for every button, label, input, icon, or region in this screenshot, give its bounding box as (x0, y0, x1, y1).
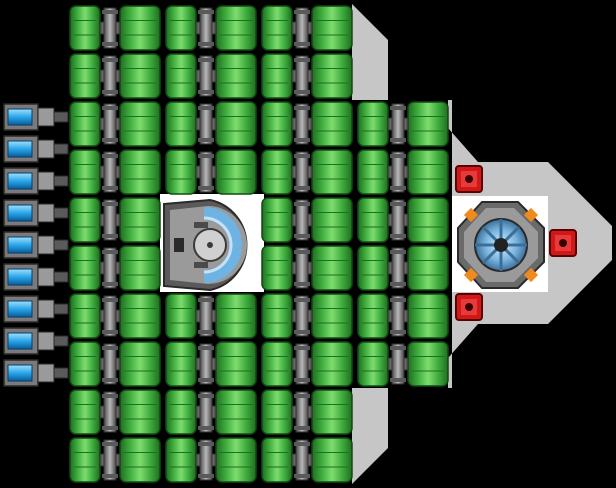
thruster[interactable] (3, 327, 69, 355)
red-gun-turret-icon (455, 293, 483, 321)
green-fuel-tank-with-pipe-icon (69, 101, 161, 195)
green-fuel-tank-with-pipe-icon (69, 293, 161, 387)
reactor-core-icon (457, 201, 545, 289)
fuel-tank-module[interactable] (69, 101, 161, 195)
gun-turret[interactable] (549, 229, 577, 257)
cockpit-module[interactable] (163, 198, 248, 292)
green-fuel-tank-with-pipe-icon (357, 293, 449, 387)
fuel-tank-module[interactable] (165, 389, 257, 483)
fuel-tank-module[interactable] (357, 101, 449, 195)
fuel-tank-module[interactable] (69, 389, 161, 483)
thruster-bank (3, 103, 69, 387)
thruster[interactable] (3, 359, 69, 387)
green-fuel-tank-with-pipe-icon (261, 293, 353, 387)
fuel-tank-module[interactable] (69, 293, 161, 387)
fuel-tank-module[interactable] (261, 389, 353, 483)
green-fuel-tank-with-pipe-icon (165, 5, 257, 99)
thruster[interactable] (3, 167, 69, 195)
blue-thruster-icon (3, 359, 69, 387)
blue-thruster-icon (3, 103, 69, 131)
gun-turret[interactable] (455, 293, 483, 321)
blue-thruster-icon (3, 231, 69, 259)
green-fuel-tank-with-pipe-icon (165, 101, 257, 195)
fuel-tank-module[interactable] (261, 5, 353, 99)
green-fuel-tank-with-pipe-icon (357, 197, 449, 291)
green-fuel-tank-with-pipe-icon (261, 101, 353, 195)
fuel-tank-module[interactable] (69, 5, 161, 99)
fuel-tank-module[interactable] (69, 197, 161, 291)
red-gun-turret-icon (455, 165, 483, 193)
blue-thruster-icon (3, 295, 69, 323)
green-fuel-tank-with-pipe-icon (69, 197, 161, 291)
thruster[interactable] (3, 231, 69, 259)
green-fuel-tank-with-pipe-icon (261, 197, 353, 291)
green-fuel-tank-with-pipe-icon (165, 389, 257, 483)
hull-upper-nose (352, 4, 388, 100)
fuel-tank-module[interactable] (261, 197, 353, 291)
green-fuel-tank-with-pipe-icon (69, 5, 161, 99)
blue-thruster-icon (3, 263, 69, 291)
thruster[interactable] (3, 295, 69, 323)
fuel-tank-grid (69, 5, 449, 483)
reactor-module[interactable] (457, 201, 545, 289)
thruster[interactable] (3, 199, 69, 227)
fuel-tank-module[interactable] (261, 293, 353, 387)
blue-thruster-icon (3, 327, 69, 355)
gun-turret[interactable] (455, 165, 483, 193)
hull-lower-nose (352, 388, 388, 484)
thruster[interactable] (3, 135, 69, 163)
green-fuel-tank-with-pipe-icon (357, 101, 449, 195)
fuel-tank-module[interactable] (165, 101, 257, 195)
blue-thruster-icon (3, 135, 69, 163)
thruster[interactable] (3, 103, 69, 131)
green-fuel-tank-with-pipe-icon (69, 389, 161, 483)
gun-turrets (455, 165, 577, 321)
blue-thruster-icon (3, 199, 69, 227)
fuel-tank-module[interactable] (357, 197, 449, 291)
fuel-tank-module[interactable] (165, 5, 257, 99)
green-fuel-tank-with-pipe-icon (261, 5, 353, 99)
green-fuel-tank-with-pipe-icon (165, 293, 257, 387)
fuel-tank-module[interactable] (165, 293, 257, 387)
thruster[interactable] (3, 263, 69, 291)
fuel-tank-module[interactable] (261, 101, 353, 195)
blue-thruster-icon (3, 167, 69, 195)
cockpit-helm-icon (163, 198, 248, 292)
green-fuel-tank-with-pipe-icon (261, 389, 353, 483)
red-gun-turret-icon (549, 229, 577, 257)
fuel-tank-module[interactable] (357, 293, 449, 387)
